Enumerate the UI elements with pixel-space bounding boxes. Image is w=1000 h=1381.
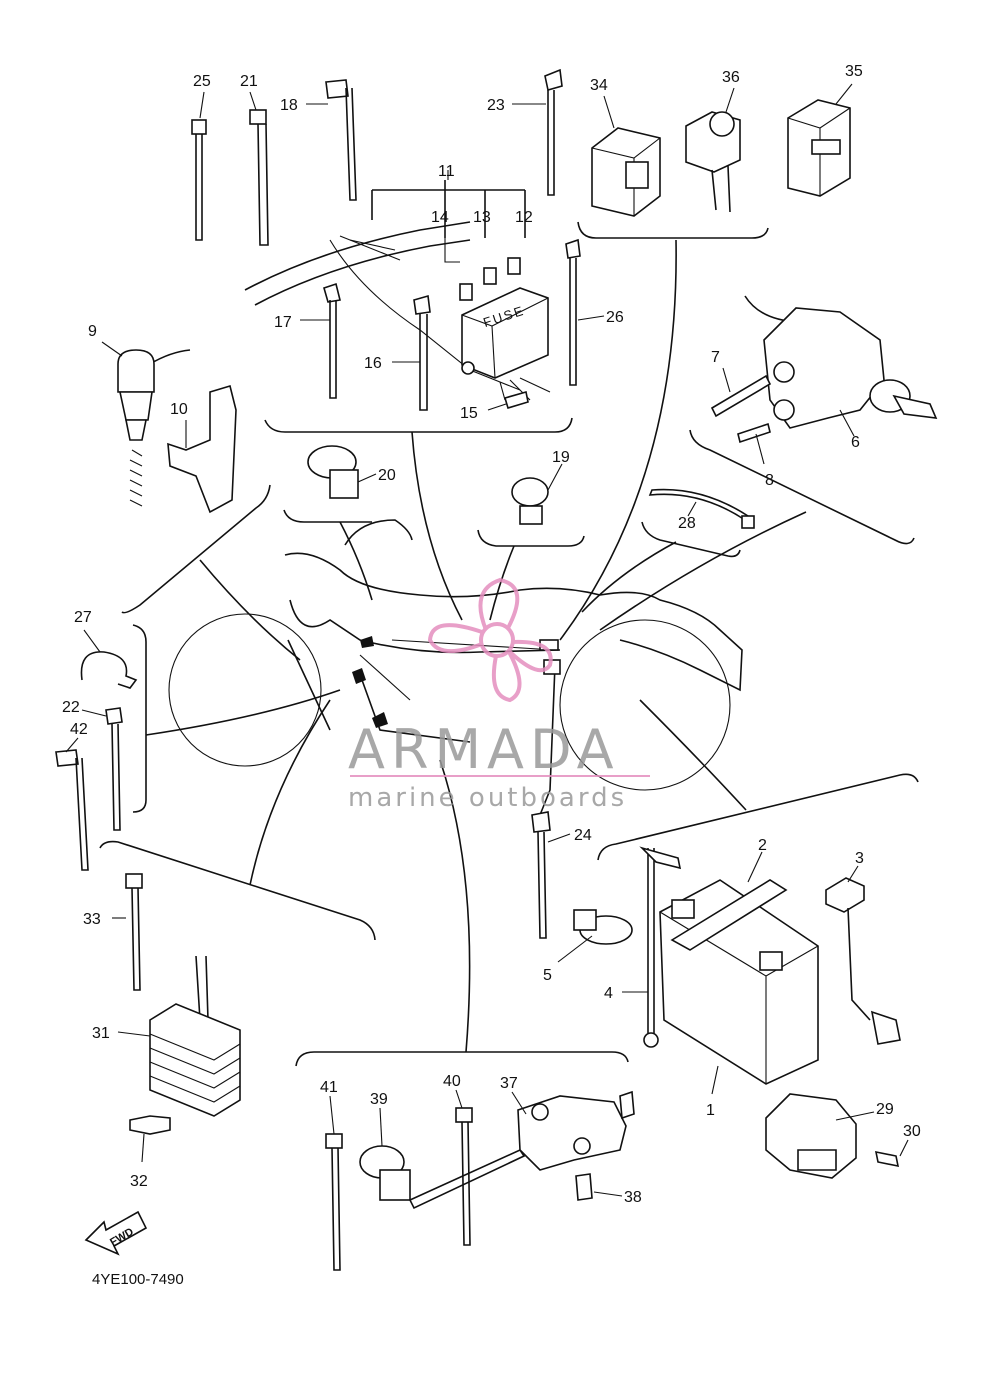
callout-28: 28 [678,515,696,532]
callout-38: 38 [624,1189,642,1206]
callout-35: 35 [845,63,863,80]
callout-36: 36 [722,69,740,86]
callout-13: 13 [473,209,491,226]
callout-2: 2 [758,837,767,854]
sensor-and-bracket [117,349,237,514]
callout-22: 22 [62,699,80,716]
callout-9: 9 [88,323,97,340]
callout-30: 30 [903,1123,921,1140]
motorcycle-outline [168,519,743,791]
fwd-arrow-icon: FWD [84,1210,148,1256]
callout-16: 16 [364,355,382,372]
callout-42: 42 [70,721,88,738]
callout-31: 31 [92,1025,110,1042]
callout-19: 19 [552,449,570,466]
callout-23: 23 [487,97,505,114]
clamps [80,445,633,1201]
screw-15 [504,390,529,409]
sidestand-switch [408,1090,635,1210]
callout-15: 15 [460,405,478,422]
callout-12: 12 [515,209,533,226]
fuse-12 [507,257,521,275]
callout-40: 40 [443,1073,461,1090]
callout-37: 37 [500,1075,518,1092]
callout-7: 7 [711,349,720,366]
callout-25: 25 [193,73,211,90]
fuse-13 [483,267,497,285]
callout-5: 5 [543,967,552,984]
group-brackets [99,221,919,1067]
watermark-brand: ARMADA [348,718,620,781]
callout-32: 32 [130,1173,148,1190]
callout-numbers: 1 2 3 4 5 6 7 8 9 10 11 12 13 14 15 16 1… [62,63,921,1206]
battery-group [639,846,901,1179]
callout-41: 41 [320,1079,338,1096]
watermark: ARMADA marine outboards [348,577,650,813]
callout-39: 39 [370,1091,388,1108]
callout-33: 33 [83,911,101,928]
relays [591,99,851,217]
callout-21: 21 [240,73,258,90]
callout-8: 8 [765,472,774,489]
fuse-14 [459,283,473,301]
callout-29: 29 [876,1101,894,1118]
callout-6: 6 [851,434,860,451]
callout-14: 14 [431,209,449,226]
callout-27: 27 [74,609,92,626]
callout-11: 11 [438,163,455,180]
callout-10: 10 [170,401,188,418]
propeller-logo-icon [427,577,553,703]
callout-3: 3 [855,850,864,867]
callout-20: 20 [378,467,396,484]
watermark-tagline: marine outboards [348,783,627,813]
diagram-code: 4YE100-7490 [92,1271,184,1288]
callout-26: 26 [606,309,624,326]
callout-24: 24 [574,827,592,844]
cable-ties [55,68,755,1271]
callout-leaders [65,83,909,1197]
callout-4: 4 [604,985,613,1002]
fuse-box: FUSE [459,257,551,409]
main-switch [710,295,938,444]
callout-34: 34 [590,77,608,94]
callout-18: 18 [280,97,298,114]
callout-17: 17 [274,314,292,331]
callout-1: 1 [706,1102,715,1119]
rectifier [129,955,241,1135]
